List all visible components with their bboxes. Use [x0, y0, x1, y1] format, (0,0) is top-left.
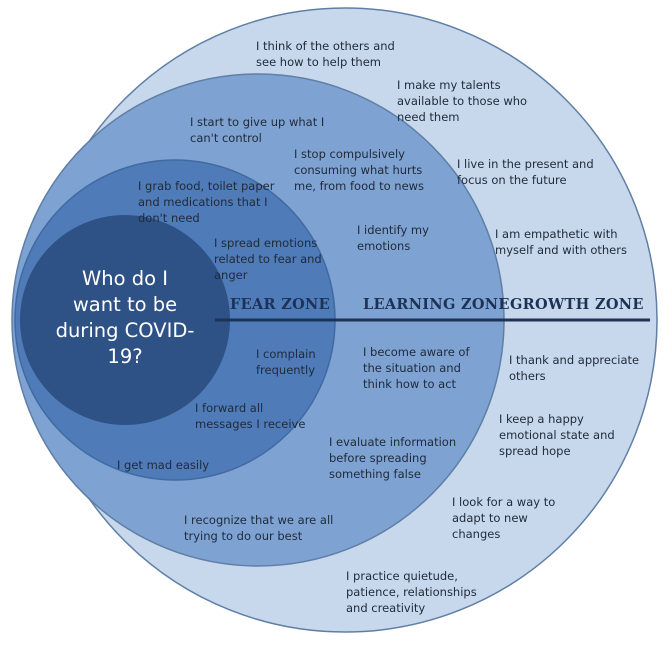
learning-zone-label: LEARNING ZONE: [363, 296, 510, 313]
fear-item: I get mad easily: [117, 458, 210, 472]
fear-item: I complain frequently: [256, 347, 316, 377]
learning-item: I evaluate information before spreading …: [329, 435, 457, 481]
growth-item: I think of the others and see how to hel…: [256, 39, 395, 69]
learning-item: I stop compulsively consuming what hurts…: [294, 147, 425, 193]
core-circle: [20, 215, 230, 425]
learning-item: I identify my emotions: [357, 223, 429, 253]
fear-item: I forward all messages I receive: [195, 401, 306, 431]
growth-item: I look for a way to adapt to new changes: [452, 495, 556, 541]
learning-item: I recognize that we are all trying to do…: [184, 513, 334, 543]
growth-item: I am empathetic with myself and with oth…: [495, 227, 627, 257]
fear-zone-label: FEAR ZONE: [230, 296, 330, 313]
growth-item: I make my talents available to those who…: [397, 78, 528, 124]
growth-zone-label: GROWTH ZONE: [510, 296, 644, 313]
learning-item: I start to give up what I can't control: [190, 115, 325, 145]
growth-item: I keep a happy emotional state and sprea…: [499, 412, 615, 458]
learning-item: I become aware of the situation and thin…: [363, 345, 470, 391]
growth-item: I practice quietude, patience, relations…: [346, 569, 477, 615]
fear-item: I spread emotions related to fear and an…: [214, 236, 322, 282]
growth-item: I live in the present and focus on the f…: [457, 157, 594, 187]
fear-item: I grab food, toilet paper and medication…: [138, 179, 275, 225]
growth-item: I thank and appreciate others: [509, 353, 640, 383]
center-question: Who do I want to be during COVID- 19?: [55, 267, 195, 368]
